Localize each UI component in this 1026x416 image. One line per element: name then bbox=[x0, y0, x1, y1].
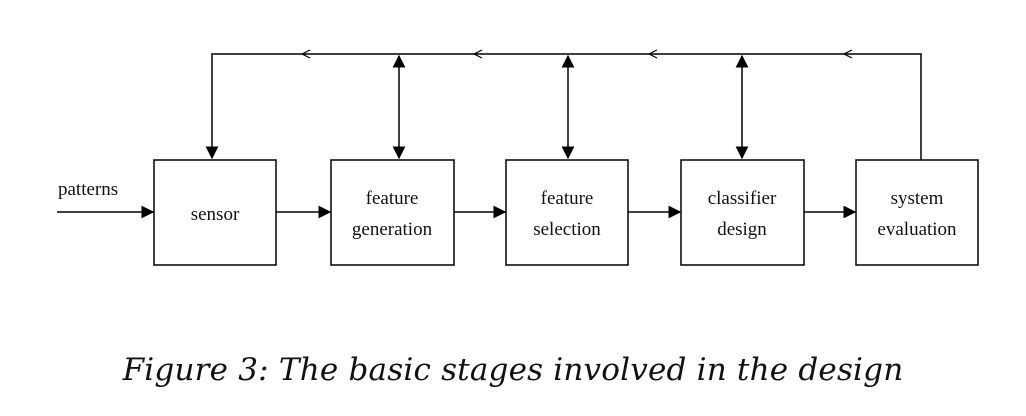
stage-feature-generation: feature generation bbox=[330, 159, 455, 266]
stage-label-line1: feature bbox=[541, 188, 594, 209]
stage-box bbox=[680, 159, 805, 266]
input-label-patterns: patterns bbox=[58, 179, 118, 200]
stage-system-evaluation: system evaluation bbox=[855, 159, 979, 266]
figure-caption: Figure 3: The basic stages involved in t… bbox=[122, 352, 904, 388]
feedback-chevron bbox=[842, 49, 853, 59]
stage-label-line2: evaluation bbox=[877, 219, 957, 240]
stage-label-line1: system bbox=[891, 188, 944, 209]
feedback-chevron bbox=[300, 49, 311, 59]
stage-label: sensor bbox=[191, 204, 240, 225]
feedback-chevron bbox=[472, 49, 483, 59]
stage-label-line2: selection bbox=[533, 219, 601, 240]
stage-box bbox=[855, 159, 979, 266]
feedback-loop-line bbox=[205, 53, 922, 160]
stage-classifier-design: classifier design bbox=[680, 159, 805, 266]
feedback-chevron bbox=[647, 49, 658, 59]
stage-box bbox=[153, 159, 277, 266]
stage-box bbox=[505, 159, 629, 266]
stage-label-line2: generation bbox=[352, 219, 433, 240]
stage-box bbox=[330, 159, 455, 266]
stage-label-line2: design bbox=[717, 219, 767, 240]
stage-feature-selection: feature selection bbox=[505, 159, 629, 266]
stage-label-line1: classifier bbox=[708, 188, 777, 209]
stage-sensor: sensor bbox=[153, 159, 277, 266]
stage-label-line1: feature bbox=[366, 188, 419, 209]
